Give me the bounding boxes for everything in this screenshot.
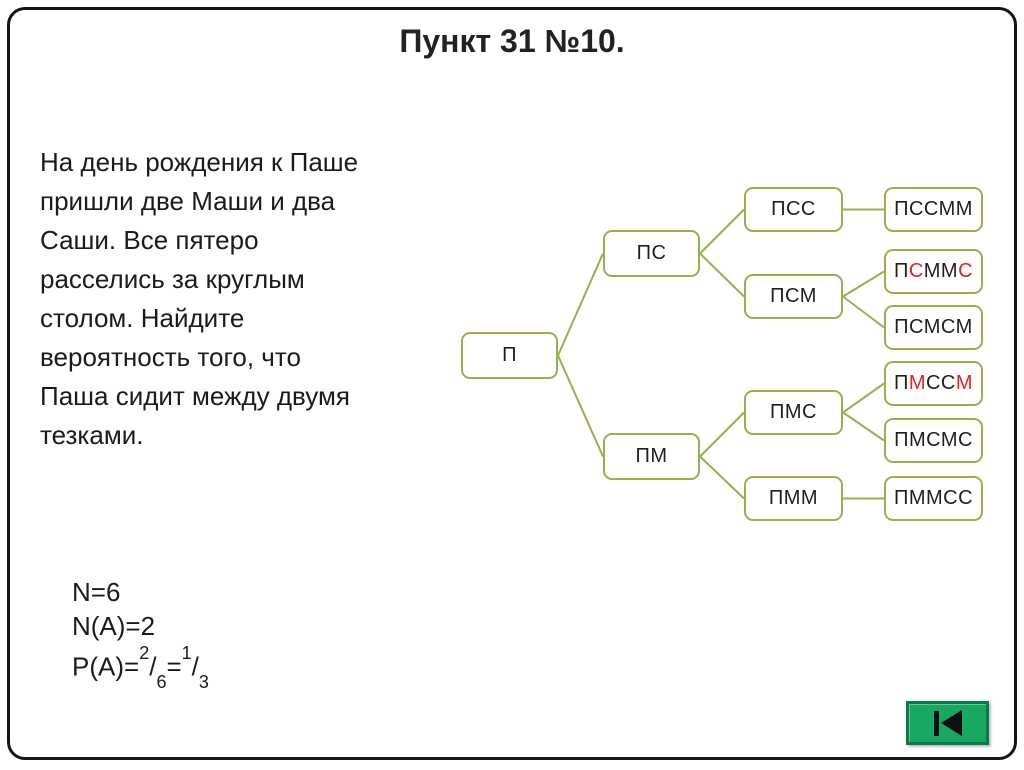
formula-na: N(A)=2 — [72, 611, 156, 641]
tree-edge — [699, 411, 745, 458]
problem-line: столом. Найдите — [40, 303, 245, 333]
tree-node-pssmm: ПССММ — [884, 187, 983, 232]
tree-edge — [557, 355, 604, 457]
tree-node-label: М — [955, 372, 974, 394]
tree-node-label: ПМ — [635, 445, 668, 467]
tree-node-label: С — [958, 260, 974, 282]
problem-line: пришли две Маши и два — [40, 186, 336, 216]
tree-node-label: М — [908, 372, 926, 394]
tree-node-label: ПСМ — [770, 285, 817, 307]
tree-node-pmsms: ПМСМС — [884, 418, 983, 463]
tree-node-label: ПСС — [771, 198, 816, 220]
formula-n: N=6 — [72, 577, 121, 607]
tree-node-p: П — [461, 332, 558, 379]
problem-text: На день рождения к Паше пришли две Маши … — [40, 143, 460, 455]
tree-node-label: П — [893, 260, 909, 282]
back-to-start-button[interactable] — [906, 701, 989, 745]
formula-pa-den2: 3 — [198, 671, 209, 692]
formula-pa-slash2: / — [191, 651, 199, 682]
problem-line: тезками. — [40, 420, 144, 450]
tree-node-label: ПС — [636, 242, 667, 264]
tree-node-label: ПМС — [770, 401, 817, 423]
skip-to-start-icon-bar — [933, 710, 939, 736]
tree-edge — [842, 411, 885, 442]
tree-edge — [842, 382, 885, 414]
tree-node-label: П — [893, 372, 909, 394]
tree-edge — [699, 455, 745, 500]
formula-pa: P(A)=2/6=1/3 — [72, 643, 209, 693]
tree-node-psm: ПСМ — [744, 274, 843, 319]
tree-edge — [699, 208, 745, 255]
tree-node-label: ПМСМС — [894, 429, 973, 451]
tree-edge — [557, 253, 604, 356]
formula-pa-eq: = — [166, 651, 182, 682]
formula-pa-slash1: / — [149, 651, 157, 682]
problem-line: Паша сидит между двумя — [40, 381, 350, 411]
solution-formulas: N=6 N(A)=2 P(A)=2/6=1/3 — [72, 575, 209, 693]
tree-node-pmmss: ПММСС — [884, 476, 983, 521]
problem-line: На день рождения к Паше — [40, 147, 359, 177]
tree-node-label: ПММСС — [893, 487, 974, 509]
problem-line: Саши. Все пятеро — [40, 225, 259, 255]
tree-node-label: П — [502, 344, 517, 366]
tree-node-pss: ПСС — [744, 187, 843, 232]
tree-edge — [842, 295, 885, 329]
tree-edge — [842, 270, 885, 298]
skip-to-start-icon-triangle — [940, 710, 962, 736]
formula-pa-num1: 2 — [139, 643, 150, 663]
tree-node-label: ММ — [923, 260, 959, 282]
tree-node-label: С — [908, 260, 924, 282]
problem-line: расселись за круглым — [40, 264, 305, 294]
tree-edge — [699, 252, 745, 298]
slide: Пункт 31 №10. На день рождения к Паше пр… — [7, 7, 1017, 760]
problem-line: вероятность того, что — [40, 342, 301, 372]
tree-node-pm: ПМ — [603, 433, 700, 480]
formula-pa-num2: 1 — [181, 643, 192, 663]
tree-node-ps: ПС — [603, 230, 700, 277]
page-title: Пункт 31 №10. — [399, 23, 625, 59]
tree-node-pmm: ПММ — [744, 476, 843, 521]
tree-node-psmsm: ПСМСМ — [884, 305, 983, 350]
formula-pa-den1: 6 — [156, 671, 167, 692]
tree-node-label: ПММ — [768, 487, 819, 509]
tree-node-pms: ПМС — [744, 390, 843, 435]
formula-pa-prefix: P(A)= — [72, 651, 140, 682]
skip-to-start-icon — [933, 710, 962, 736]
tree-node-label: ПССММ — [894, 198, 973, 220]
tree-node-label: ПСМСМ — [894, 316, 973, 338]
tree-node-label: СС — [925, 372, 956, 394]
